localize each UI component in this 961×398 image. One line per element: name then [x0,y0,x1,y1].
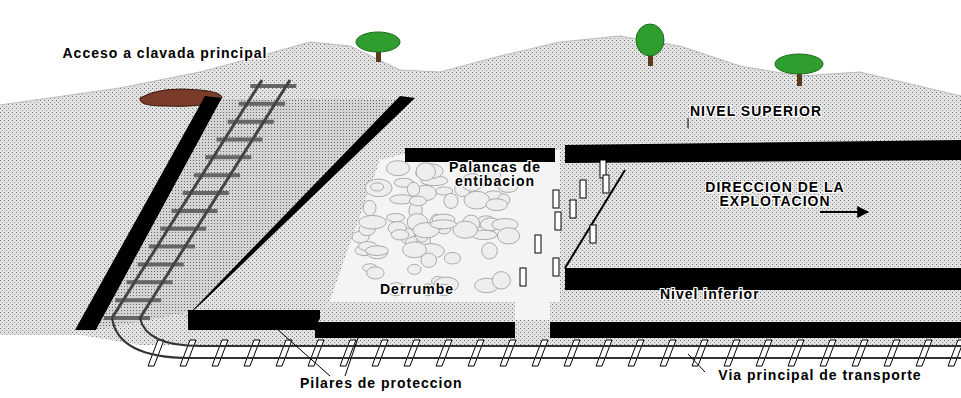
track-tie [724,340,740,366]
track-tie [532,340,548,366]
label-text: Pilares de proteccion [300,376,530,390]
prop-post [535,235,541,253]
track-tie [948,340,961,366]
label-text: Via principal de transporte [700,368,940,382]
label-text: DIRECCION DE LA EXPLOTACION [650,180,900,208]
label-text: NIVEL SUPERIOR [690,104,960,118]
rubble-stone [408,264,421,274]
prop-post [553,190,559,208]
rubble-stone [365,179,392,197]
track-tie [916,340,932,366]
rubble-stone [486,199,508,211]
track-tie [564,340,580,366]
prop-post [603,175,609,193]
rubble-stone [359,215,387,229]
rubble-stone [366,246,389,256]
rubble-stone [407,182,419,196]
tree-crown [775,54,823,74]
leader-line [258,312,330,376]
main-rail [112,318,961,358]
track-tie [276,340,292,366]
direction-arrow [820,211,868,213]
track-tie [852,340,868,366]
track-tie [212,340,228,366]
prop-post [555,212,561,230]
label-text: Nivel inferior [660,287,820,301]
leader-line [688,354,705,372]
pillar-top [318,302,515,322]
track-tie [500,340,516,366]
track-tie [308,340,324,366]
track-tie [628,340,644,366]
rubble-stone [386,213,404,221]
label-text: Acceso a clavada principal [60,46,270,60]
prop-post [590,225,596,243]
rubble-stone [444,193,458,208]
rubble-stone [482,243,498,259]
pillar-front [565,140,961,163]
rubble-stone [497,228,519,244]
track-tie [340,340,356,366]
label-text: Palancas de entibacion [420,160,570,188]
track-tie [468,340,484,366]
rubble-stone [391,230,409,240]
track-tie [660,340,676,366]
rubble-stone [363,200,376,215]
track-tie [404,340,420,366]
shaft-rail [140,80,290,318]
prop-post [570,200,576,218]
main-tie-group [148,340,961,366]
rubble-stone [421,253,437,267]
prop-post [553,258,559,276]
ground-mass [0,36,961,345]
rubble-stone [386,161,409,176]
pillar-front [550,322,961,338]
track-tie [788,340,804,366]
track-tie [180,340,196,366]
main-rail [140,318,961,346]
rubble-stone [409,196,426,206]
tree-crown [356,32,400,52]
shaft-tie [104,316,150,320]
rubble-stone [416,163,435,181]
leader-line [345,332,360,376]
prop-post [580,180,586,198]
tree-crown [636,24,664,56]
rubble-stone [492,272,510,289]
surface-line [0,36,961,105]
rubble-stone [370,183,383,191]
pillar-top [550,302,961,322]
track-tie [820,340,836,366]
pillar-top [565,170,961,268]
shaft-rail [112,80,262,318]
track-tie [244,340,260,366]
rubble-stone [430,220,456,229]
leader-line [688,118,689,128]
track-tie [692,340,708,366]
pillar-edge [565,170,625,268]
track-tie [372,340,388,366]
pillar-front [315,322,515,338]
track-tie [596,340,612,366]
pillar-top [410,118,555,150]
pillar-front [188,310,320,330]
track-tie [884,340,900,366]
rubble-stone [444,252,460,264]
track-tie [756,340,772,366]
label-text: Derrumbe [380,282,500,296]
pillar-front [565,268,961,290]
rubble-stone [367,267,385,279]
prop-post [520,268,526,286]
track-tie [436,340,452,366]
